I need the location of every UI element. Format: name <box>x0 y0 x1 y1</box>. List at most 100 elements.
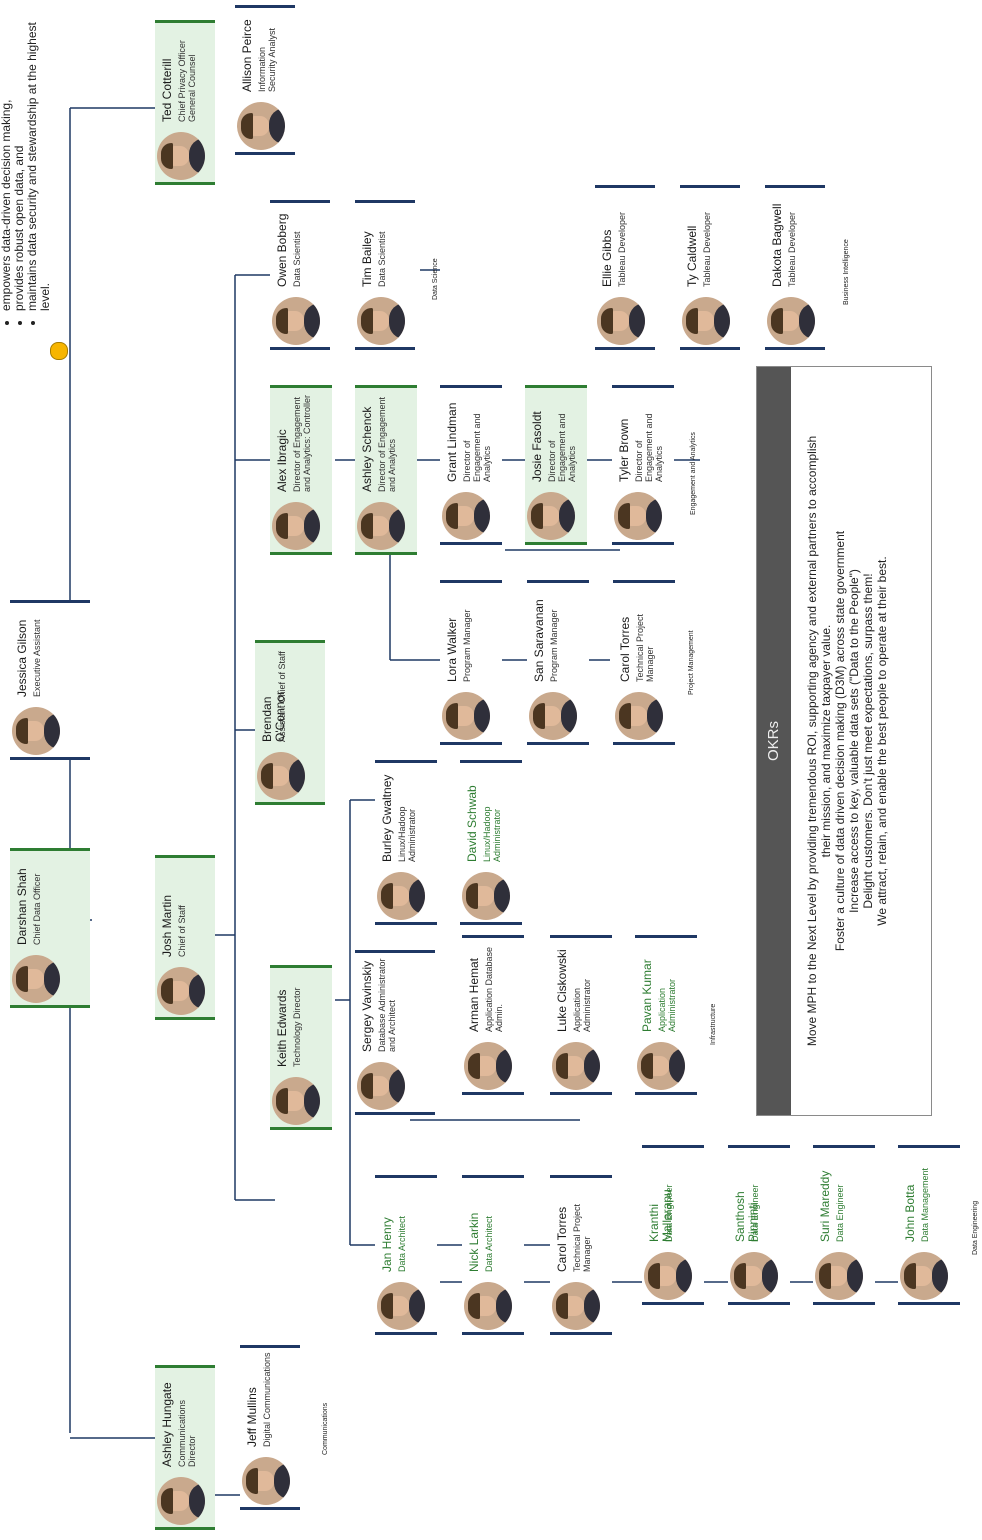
portrait-john-botta <box>900 1252 948 1300</box>
person-title: Program Manager <box>549 609 559 682</box>
portrait-josh-martin <box>157 967 205 1015</box>
portrait-ashley-schenck <box>357 502 405 550</box>
portrait-jan-henry <box>377 1282 425 1330</box>
okr-line: Increase access to key, valuable data se… <box>847 569 861 913</box>
node-keith-edwards: Keith Edwards Technology Director <box>270 965 332 1130</box>
node-kranthi-mallarapu: Kranthi Mallarapu Data Engineer <box>642 1145 704 1305</box>
node-alex-ibragic: Alex Ibragic Director of Engagement and … <box>270 385 332 555</box>
person-title: Data Scientist <box>377 231 387 287</box>
portrait-brendan-oconnor <box>257 752 305 800</box>
portrait-ty-caldwell <box>682 297 730 345</box>
person-name: San Saravanan <box>532 599 546 682</box>
person-name: Grant Lindman <box>445 402 459 482</box>
person-title: Director of Engagement and Analytics <box>547 413 577 482</box>
person-name: Jessica Gilson <box>15 619 29 697</box>
portrait-owen-boberg <box>272 297 320 345</box>
okr-body: Move MPH to the Next Level by providing … <box>805 387 889 1095</box>
person-name: David Schwab <box>465 785 479 862</box>
timeline-dot-icon <box>50 342 68 360</box>
person-title: Database Administrator and Architect <box>377 958 397 1052</box>
person-name: Pavan Kumar <box>640 959 654 1032</box>
person-name: Tim Bailey <box>360 231 374 287</box>
node-santhosh-pinninti: Santhosh Pinninti Data Engineer <box>728 1145 790 1305</box>
node-ashley-hungate: Ashley Hungate Communications Director <box>155 1365 215 1530</box>
person-name: Ellie Gibbs <box>600 229 614 287</box>
person-title: Tableau Developer <box>787 211 797 287</box>
node-ty-caldwell: Ty Caldwell Tableau Developer <box>680 185 740 350</box>
person-name: Burley Gwaltney <box>380 774 394 862</box>
person-name: Suri Mareddy <box>818 1170 832 1242</box>
person-title: Data Engineer <box>835 1184 845 1242</box>
node-carol-torres-pm: Carol Torres Technical Project Manager <box>613 580 675 745</box>
portrait-allison-peirce <box>237 102 285 150</box>
vision-statement: empowers data-driven decision making, pr… <box>0 0 70 325</box>
node-lora-walker: Lora Walker Program Manager <box>440 580 502 745</box>
portrait-alex-ibragic <box>272 502 320 550</box>
portrait-carol-torres-pm <box>615 692 663 740</box>
okr-line: Foster a culture of data driven decision… <box>833 530 847 952</box>
person-name: Tyler Brown <box>617 418 631 482</box>
node-dakota-bagwell: Dakota Bagwell Tableau Developer <box>765 185 825 350</box>
person-title: Chief Privacy Officer General Counsel <box>177 40 197 122</box>
person-name: Allison Peirce <box>240 19 254 92</box>
person-title: Application Database Admin. <box>484 946 504 1032</box>
person-title: Data Engineer <box>664 1184 674 1242</box>
person-title: Digital Communications <box>262 1352 272 1447</box>
node-john-botta: John Botta Data Management <box>898 1145 960 1305</box>
person-name: Lora Walker <box>445 617 459 682</box>
portrait-david-schwab <box>462 872 510 920</box>
okr-line: We attract, retain, and enable the best … <box>875 556 889 926</box>
node-tim-bailey: Tim Bailey Data Scientist <box>355 200 415 350</box>
node-darshan-shah: Darshan Shah Chief Data Officer <box>10 848 90 1008</box>
portrait-josie-fasoldt <box>527 492 575 540</box>
portrait-san-saravanan <box>529 692 577 740</box>
group-label-data-science: Data Science <box>432 258 439 300</box>
portrait-arman-hemat <box>464 1042 512 1090</box>
node-carol-torres-de: Carol Torres Technical Project Manager <box>550 1175 612 1335</box>
person-title: Tableau Developer <box>702 211 712 287</box>
node-pavan-kumar: Pavan Kumar Application Administrator <box>635 935 697 1095</box>
person-title: Program Manager <box>462 609 472 682</box>
person-title: Linux/Hadoop Administrator <box>482 806 502 862</box>
node-tyler-brown: Tyler Brown Director of Engagement and A… <box>612 385 674 545</box>
portrait-tim-bailey <box>357 297 405 345</box>
portrait-jeff-mullins <box>242 1457 290 1505</box>
person-name: Alex Ibragic <box>275 429 289 492</box>
node-suri-mareddy: Suri Mareddy Data Engineer <box>813 1145 875 1305</box>
okr-heading: OKRs <box>757 367 791 1115</box>
group-label-project-management: Project Management <box>688 630 695 695</box>
portrait-ashley-hungate <box>157 1477 205 1525</box>
node-ted-cotterill: Ted Cotterill Chief Privacy Officer Gene… <box>155 20 215 185</box>
node-owen-boberg: Owen Boberg Data Scientist <box>270 200 330 350</box>
person-name: Ashley Schenck <box>360 406 374 492</box>
person-title: Linux/Hadoop Administrator <box>397 806 417 862</box>
node-ashley-schenck: Ashley Schenck Director of Engagement an… <box>355 385 417 555</box>
portrait-grant-lindman <box>442 492 490 540</box>
portrait-suri-mareddy <box>815 1252 863 1300</box>
portrait-pavan-kumar <box>637 1042 685 1090</box>
node-sergey-vavinskiy: Sergey Vavinskiy Database Administrator … <box>355 950 435 1115</box>
okr-panel: OKRs Move MPH to the Next Level by provi… <box>756 366 932 1116</box>
group-label-data-engineering: Data Engineering <box>972 1200 979 1255</box>
person-name: Keith Edwards <box>275 989 289 1067</box>
node-josie-fasoldt: Josie Fasoldt Director of Engagement and… <box>525 385 587 545</box>
person-name: Jeff Mullins <box>245 1387 259 1447</box>
portrait-keith-edwards <box>272 1077 320 1125</box>
person-name: Josh Martin <box>160 894 174 957</box>
node-san-saravanan: San Saravanan Program Manager <box>527 580 589 745</box>
node-grant-lindman: Grant Lindman Director of Engagement and… <box>440 385 502 545</box>
portrait-ellie-gibbs <box>597 297 645 345</box>
person-name: Jan Henry <box>380 1217 394 1272</box>
node-jessica-gilson: Jessica Gilson Executive Assistant <box>10 600 90 760</box>
portrait-dakota-bagwell <box>767 297 815 345</box>
person-title: Data Management <box>920 1167 930 1242</box>
node-arman-hemat: Arman Hemat Application Database Admin. <box>462 935 524 1095</box>
node-josh-martin: Josh Martin Chief of Staff <box>155 855 215 1020</box>
person-name: Carol Torres <box>555 1206 569 1272</box>
node-david-schwab: David Schwab Linux/Hadoop Administrator <box>460 760 522 925</box>
node-nick-larkin: Nick Larkin Data Architect <box>462 1175 524 1335</box>
node-luke-ciskowski: Luke Ciskowski Application Administrator <box>550 935 612 1095</box>
okr-line: Delight customers. Don't just meet expec… <box>861 573 875 909</box>
portrait-sergey-vavinskiy <box>357 1062 405 1110</box>
